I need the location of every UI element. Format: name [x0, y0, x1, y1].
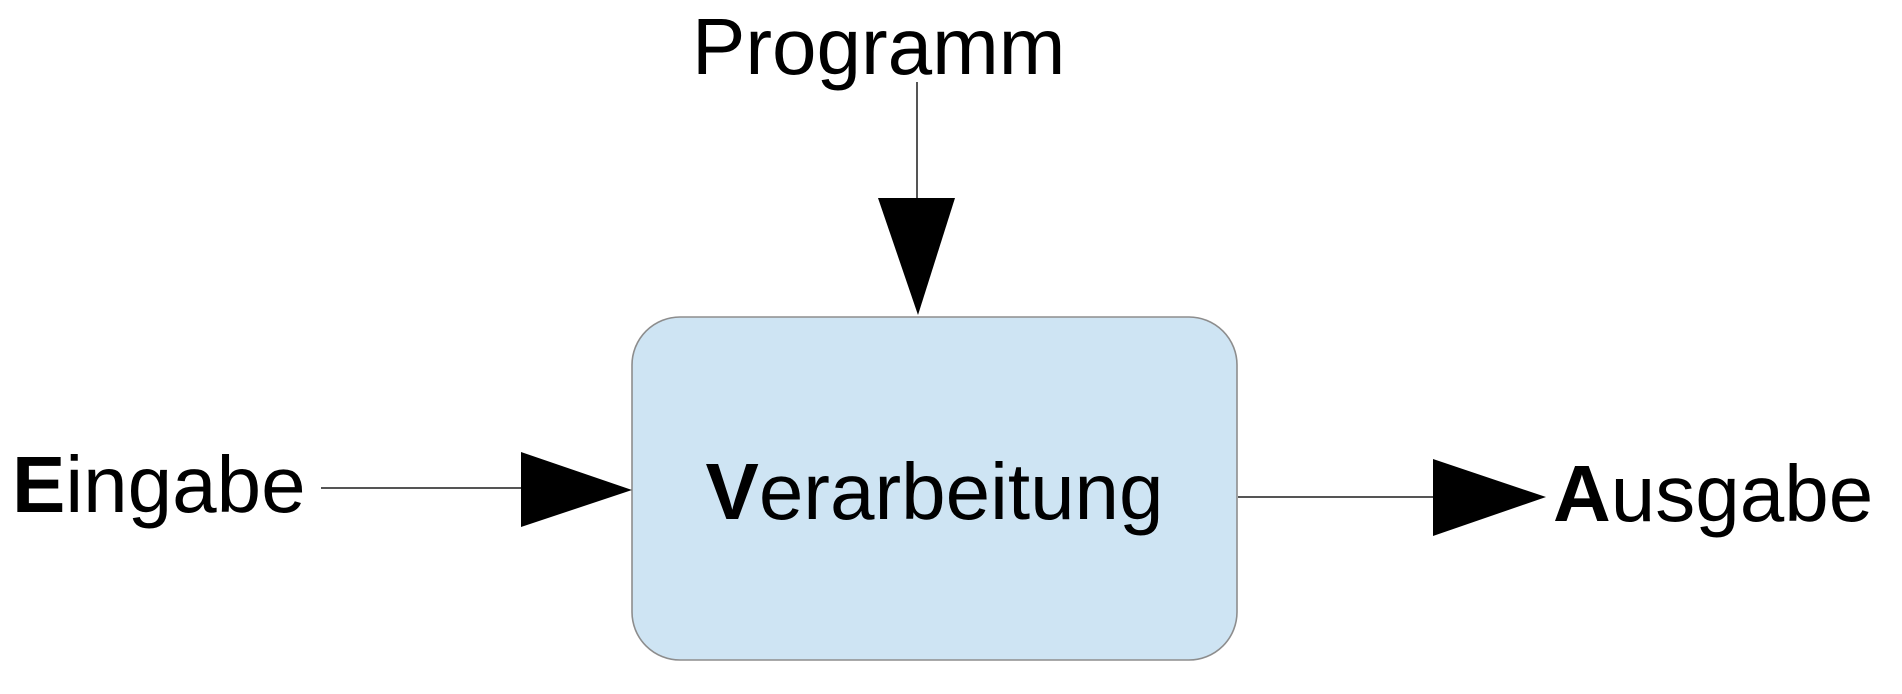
input-arrowhead-icon: [521, 452, 632, 527]
input-label-initial: E: [12, 440, 66, 529]
input-label-rest: ingabe: [65, 440, 306, 529]
input-arrow: [321, 452, 632, 527]
output-arrowhead-icon: [1433, 459, 1546, 536]
processing-box: [631, 316, 1238, 661]
program-label: Programm: [692, 2, 1066, 91]
processing-label-initial: V: [705, 446, 759, 536]
output-label-rest: usgabe: [1610, 449, 1874, 538]
program-arrowhead-icon: [878, 198, 955, 315]
input-label: Eingabe: [12, 445, 306, 525]
processing-label-rest: erarbeitung: [758, 446, 1164, 536]
output-label-initial: A: [1553, 449, 1611, 538]
output-arrow: [1238, 459, 1546, 536]
output-label: Ausgabe: [1553, 454, 1873, 534]
program-arrow: [878, 82, 955, 315]
